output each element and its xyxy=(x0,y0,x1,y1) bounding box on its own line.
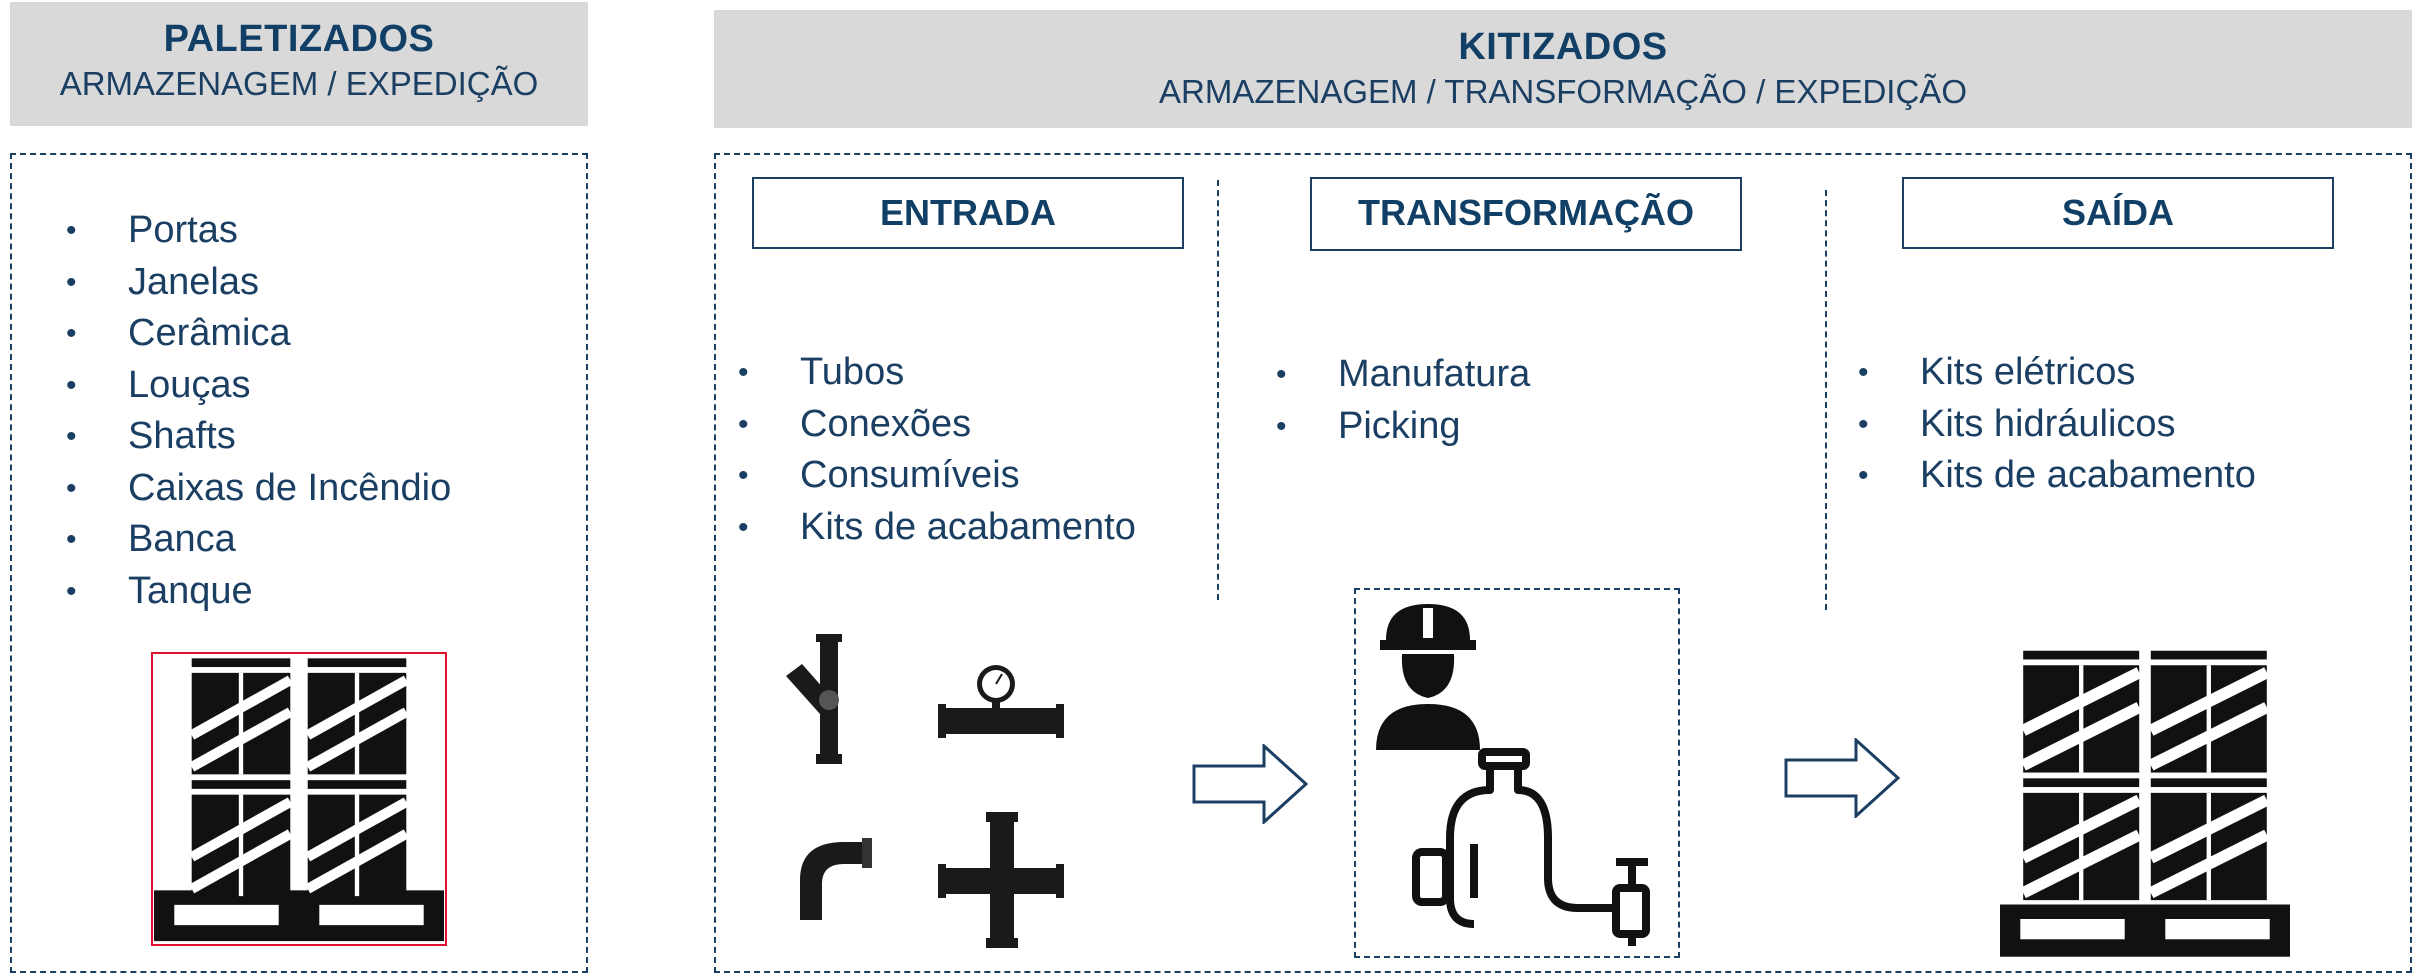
list-item: Janelas xyxy=(64,257,451,309)
list-item: Picking xyxy=(1274,401,1530,453)
list-item: Shafts xyxy=(64,411,451,463)
divider-transformacao-saida xyxy=(1825,190,1827,610)
transformacao-label: TRANSFORMAÇÃO xyxy=(1358,192,1694,233)
list-item: Banca xyxy=(64,514,451,566)
paletizados-title: PALETIZADOS xyxy=(163,18,435,60)
list-item: Kits hidráulicos xyxy=(1856,399,2256,451)
list-item: Kits de acabamento xyxy=(1856,450,2256,502)
arrow-right-icon xyxy=(1784,738,1901,818)
pipe-y-fitting-icon xyxy=(786,634,842,764)
saida-label-box: SAÍDA xyxy=(1902,177,2334,249)
pipe-cross-icon xyxy=(938,812,1064,948)
list-item: Louças xyxy=(64,360,451,412)
list-item: Tanque xyxy=(64,566,451,618)
kitizados-header: KITIZADOS ARMAZENAGEM / TRANSFORMAÇÃO / … xyxy=(714,10,2412,128)
saida-label: SAÍDA xyxy=(2061,192,2174,233)
faucet-pipe-icon xyxy=(1412,748,1650,946)
transformacao-list: Manufatura Picking xyxy=(1274,349,1530,452)
saida-list: Kits elétricos Kits hidráulicos Kits de … xyxy=(1856,347,2256,502)
transformacao-image-frame[interactable] xyxy=(1354,588,1680,958)
divider-entrada-transformacao xyxy=(1217,180,1219,600)
pallet-boxes-icon xyxy=(154,658,444,942)
list-item: Caixas de Incêndio xyxy=(64,463,451,515)
list-item: Tubos xyxy=(736,347,1136,399)
paletizados-subtitle: ARMAZENAGEM / EXPEDIÇÃO xyxy=(59,65,539,102)
kitizados-title: KITIZADOS xyxy=(1458,26,1668,68)
list-item: Consumíveis xyxy=(736,450,1136,502)
list-item: Kits de acabamento xyxy=(736,502,1136,554)
pipe-gauge-icon xyxy=(938,665,1064,738)
list-item: Cerâmica xyxy=(64,308,451,360)
worker-hardhat-icon xyxy=(1376,604,1480,750)
pallet-image-frame[interactable] xyxy=(151,652,447,946)
paletizados-header: PALETIZADOS ARMAZENAGEM / EXPEDIÇÃO xyxy=(10,2,588,126)
list-item: Manufatura xyxy=(1274,349,1530,401)
entrada-label: ENTRADA xyxy=(880,192,1056,233)
list-item: Kits elétricos xyxy=(1856,347,2256,399)
pipe-elbow-icon xyxy=(800,838,872,920)
pallet-boxes-icon xyxy=(2000,650,2290,957)
entrada-list: Tubos Conexões Consumíveis Kits de acaba… xyxy=(736,347,1136,553)
entrada-label-box: ENTRADA xyxy=(752,177,1184,249)
kitizados-subtitle: ARMAZENAGEM / TRANSFORMAÇÃO / EXPEDIÇÃO xyxy=(1158,73,1967,110)
paletizados-list: Portas Janelas Cerâmica Louças Shafts Ca… xyxy=(64,205,451,617)
list-item: Portas xyxy=(64,205,451,257)
transformacao-label-box: TRANSFORMAÇÃO xyxy=(1310,177,1742,251)
list-item: Conexões xyxy=(736,399,1136,451)
arrow-right-icon xyxy=(1192,744,1309,824)
